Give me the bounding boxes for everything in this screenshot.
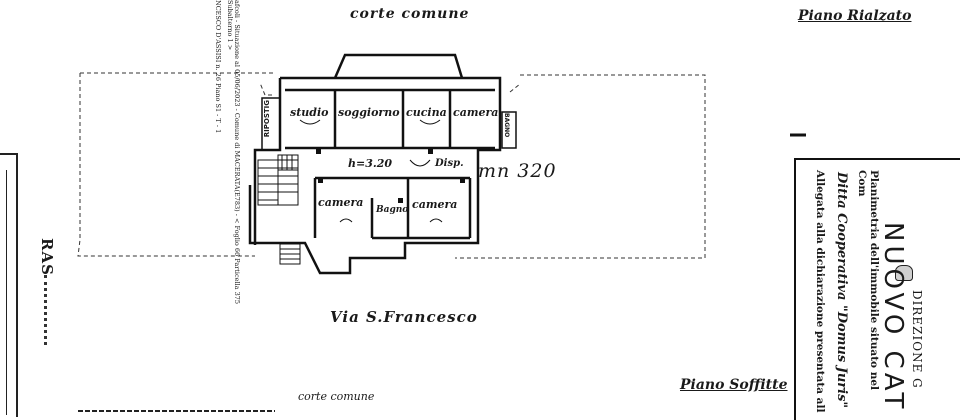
wall-marks xyxy=(316,148,465,203)
cadastral-line-2: Ditta Cooperativa "Domus Juris" xyxy=(834,172,849,409)
room-label-ripostiglio: RIPOSTIG xyxy=(263,100,271,138)
floor-title-rialzato: Piano Rialzato xyxy=(798,8,912,24)
stairs xyxy=(257,154,301,265)
left-stamp-line-2: NCESCO D'ASSISI n. 26 Piano S1 - T - 1 xyxy=(214,0,222,134)
room-label-camera-2: camera xyxy=(318,196,364,209)
room-label-camera-3: camera xyxy=(412,198,458,211)
left-annex xyxy=(261,97,281,151)
room-label-height: h=3.20 xyxy=(348,157,393,170)
room-label-cucina: cucina xyxy=(406,106,447,119)
cadastral-header-frame xyxy=(794,158,960,420)
bottom-court-label: corte comune xyxy=(298,390,375,403)
room-label-soggiorno: soggiorno xyxy=(338,106,400,119)
street-label: Via S.Francesco xyxy=(330,308,478,326)
left-frame-inner xyxy=(0,170,7,415)
cadastral-line-3: Allegata alla dichiarazione presentata a… xyxy=(814,170,826,413)
cadastral-title: NUOVO CAT xyxy=(878,222,908,413)
handwritten-note: mn 320 xyxy=(478,160,557,182)
cadastral-direction: DIREZIONE G xyxy=(910,290,924,389)
room-label-camera-1: camera xyxy=(453,106,499,119)
door-arcs xyxy=(299,119,443,223)
left-edge-text: RAS xyxy=(38,238,56,276)
top-court-label: corte comune xyxy=(350,6,470,22)
floor-title-soffitte: Piano Soffitte xyxy=(680,377,788,393)
site-boundary xyxy=(77,72,706,259)
room-label-bagno: Bagno xyxy=(376,205,409,215)
left-edge-scribble xyxy=(44,275,50,345)
cadastral-seal xyxy=(895,265,913,281)
room-label-studio: studio xyxy=(290,106,329,119)
cadastral-line-1: Planimetria dell'immobile situato nel Co… xyxy=(856,170,880,391)
room-label-disp: Disp. xyxy=(435,158,464,169)
right-annex xyxy=(501,111,517,149)
left-frame xyxy=(0,153,18,417)
room-label-bagno-annex: BAGNO xyxy=(503,113,510,138)
left-stamp-line-1: afcoli - Situazione al 05/06/2023 - Comu… xyxy=(226,0,241,304)
